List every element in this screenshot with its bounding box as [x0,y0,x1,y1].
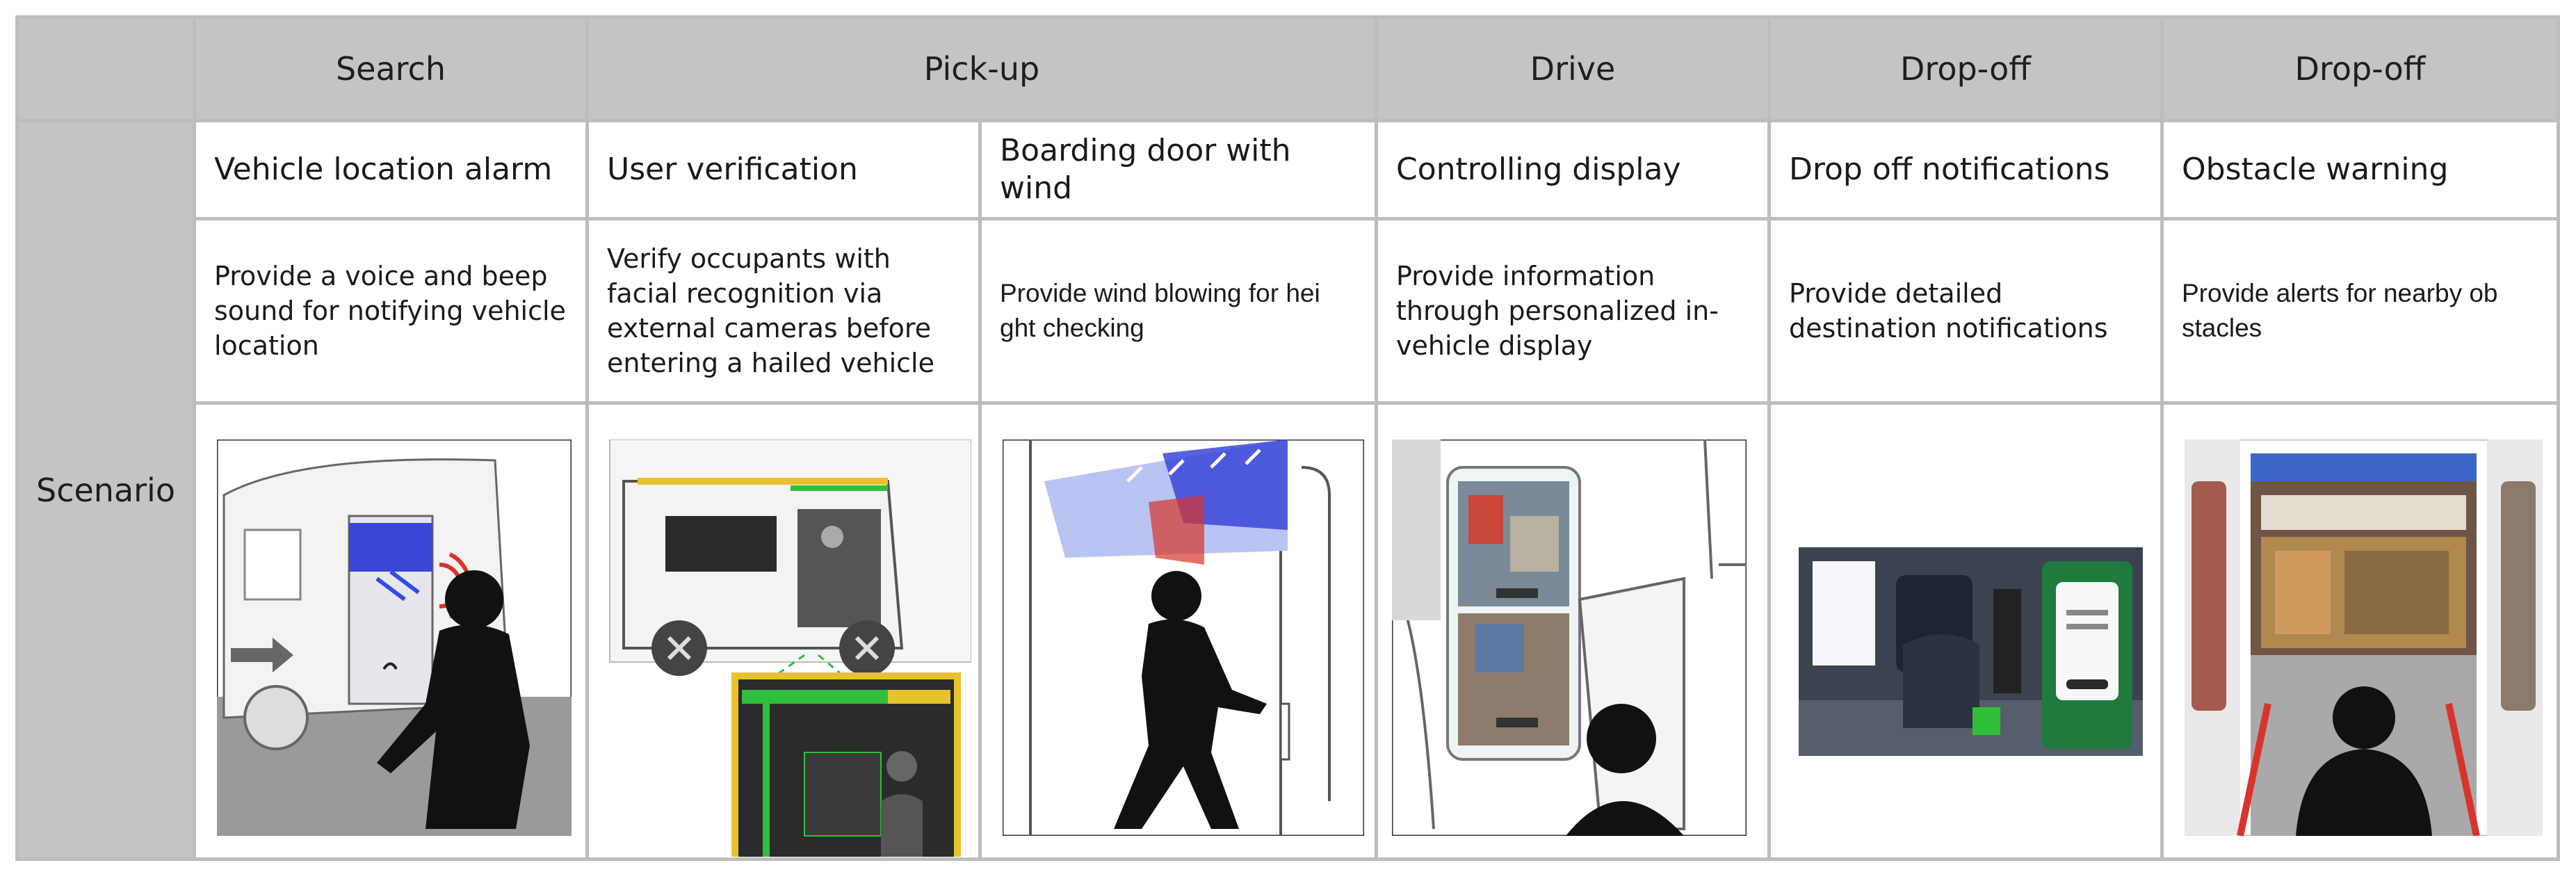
feature-title: Obstacle warning [2160,119,2560,220]
feature-description: Verify occupants with facial recognition… [585,217,982,405]
illustration-cell [193,401,589,861]
feature-title: Controlling display [1375,119,1771,220]
van-location-alarm-illustration [217,440,572,836]
illustration-cell [1375,401,1771,861]
illustration-cell [585,401,982,861]
stage-label: Drive [1530,50,1616,88]
header-stage-drive: Drive [1375,15,1771,122]
feature-description: Provide wind blowing for hei ght checkin… [978,217,1378,405]
stage-label: Pick-up [923,50,1040,88]
feature-title: User verification [585,119,982,220]
feature-description: Provide alerts for nearby ob stacles [2160,217,2560,405]
header-stage-dropoff-2: Drop-off [2160,15,2560,122]
feature-description: Provide information through personalized… [1375,217,1771,405]
feature-description: Provide detailed destination notificatio… [1767,217,2164,405]
obstacle-warning-illustration [2185,440,2543,836]
feature-title: Boarding door with wind [978,119,1378,220]
illustration-cell [978,401,1378,861]
scenario-table: Search Pick-up Drive Drop-off Drop-off S… [15,15,2560,861]
feature-title: Drop off notifications [1767,119,2164,220]
illustration-cell [2160,401,2560,861]
row-label-scenario: Scenario [15,119,196,861]
stage-label: Drop-off [1900,50,2031,88]
header-stage-pickup: Pick-up [585,15,1378,122]
boarding-door-wind-illustration [1003,440,1364,836]
feature-title: Vehicle location alarm [193,119,589,220]
header-corner-cell [15,15,196,122]
stage-label: Drop-off [2294,50,2426,88]
controlling-display-illustration [1392,440,1747,836]
stage-label: Search [335,50,446,88]
drop-off-notification-illustration [1799,547,2143,756]
header-stage-dropoff: Drop-off [1767,15,2164,122]
feature-description: Provide a voice and beep sound for notif… [193,217,589,405]
header-stage-search: Search [193,15,589,122]
user-verification-illustration [609,440,971,857]
illustration-cell [1767,401,2164,861]
